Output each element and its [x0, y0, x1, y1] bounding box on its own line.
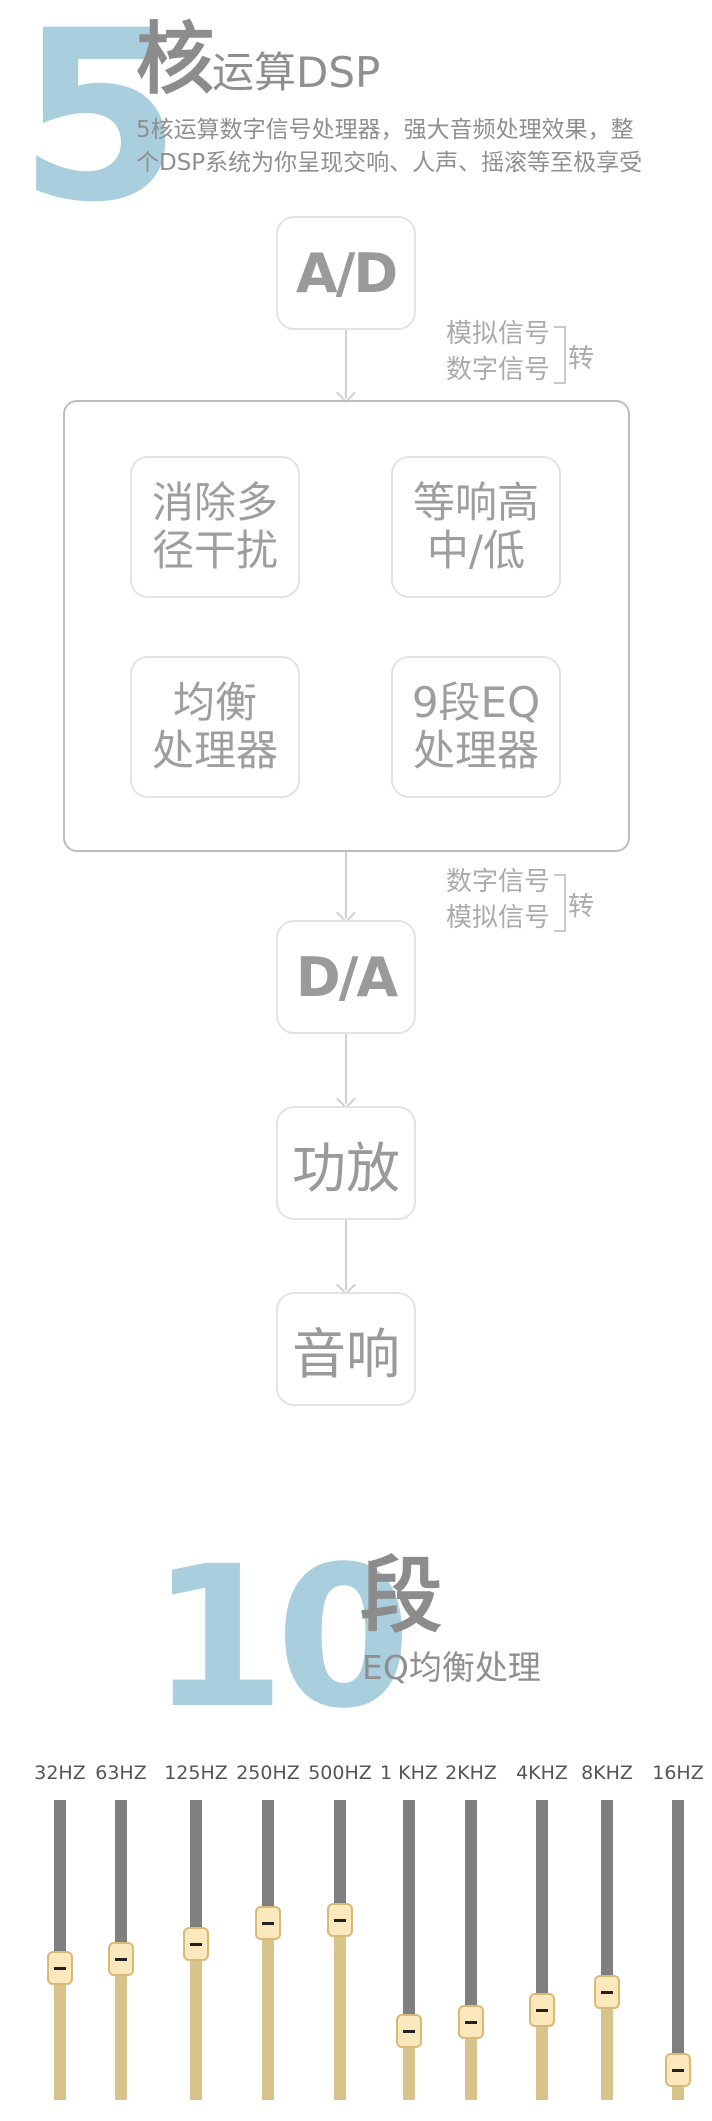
- proc2-line2: 中/低: [426, 526, 526, 575]
- knob-grip-icon: [672, 2068, 684, 2072]
- eq-slider-knob[interactable]: [594, 1975, 620, 2009]
- eq-slider-knob[interactable]: [529, 1993, 555, 2027]
- eq-segment-char: 段: [360, 1549, 443, 1644]
- big-digit-ten: 10: [150, 1524, 411, 1751]
- eq-slider-knob[interactable]: [255, 1906, 281, 1940]
- eq-band-label: 63HZ: [95, 1762, 147, 1784]
- arrow-line: [345, 1220, 347, 1290]
- note-digital: 数字信号: [445, 867, 550, 897]
- eq-slider-knob[interactable]: [47, 1951, 73, 1985]
- note-digital: 数字信号: [445, 355, 550, 385]
- process-box-multipath: 消除多径干扰: [130, 456, 300, 598]
- eq-slider-fill: [536, 2010, 548, 2100]
- eq-band-label: 250HZ: [236, 1762, 300, 1784]
- knob-grip-icon: [190, 1942, 202, 1946]
- note-convert: 转: [568, 892, 595, 922]
- arrow-line: [345, 852, 347, 918]
- speaker-box: 音响: [276, 1292, 416, 1406]
- eq-band-label: 32HZ: [34, 1762, 86, 1784]
- arrow-line: [345, 330, 347, 398]
- note-brace: [554, 326, 566, 384]
- knob-grip-icon: [465, 2020, 477, 2024]
- description-line-1: 5核运算数字信号处理器，强大音频处理效果，整: [136, 117, 634, 143]
- eq-slider-knob[interactable]: [327, 1903, 353, 1937]
- eq-band-label: 8KHZ: [581, 1762, 633, 1784]
- process-box-loudness: 等响高中/低: [391, 456, 561, 598]
- eq-slider-fill: [54, 1968, 66, 2100]
- eq-slider-fill: [190, 1944, 202, 2100]
- proc3-line1: 均衡: [172, 678, 257, 727]
- knob-grip-icon: [334, 1918, 346, 1922]
- note-analog: 模拟信号: [445, 319, 550, 349]
- proc3-line2: 处理器: [151, 726, 278, 775]
- header-subtitle: 运算DSP: [212, 48, 381, 97]
- knob-grip-icon: [262, 1921, 274, 1925]
- eq-slider-track[interactable]: [672, 1800, 684, 2100]
- ad-converter-box: A/D: [276, 216, 416, 330]
- da-converter-box: D/A: [276, 920, 416, 1034]
- arrow-line: [345, 1034, 347, 1104]
- dsp-core-frame: [63, 400, 630, 852]
- eq-slider-fill: [115, 1959, 127, 2100]
- eq-slider-knob[interactable]: [396, 2014, 422, 2048]
- eq-slider-fill: [334, 1920, 346, 2100]
- proc2-line1: 等响高: [412, 478, 539, 527]
- proc1-line1: 消除多: [151, 478, 278, 527]
- eq-slider-fill: [403, 2031, 415, 2100]
- eq-band-label: 16HZ: [652, 1762, 704, 1784]
- eq-slider-fill: [465, 2022, 477, 2100]
- process-box-equalizer: 均衡处理器: [130, 656, 300, 798]
- note-brace: [554, 874, 566, 932]
- note-analog: 模拟信号: [445, 903, 550, 933]
- eq-slider-fill: [601, 1992, 613, 2100]
- eq-subtitle: EQ均衡处理: [362, 1648, 541, 1687]
- signal-note-bottom: 数字信号 模拟信号: [430, 864, 550, 936]
- knob-grip-icon: [54, 1966, 66, 1970]
- knob-grip-icon: [115, 1957, 127, 1961]
- eq-slider-knob[interactable]: [183, 1927, 209, 1961]
- proc1-line2: 径干扰: [151, 526, 278, 575]
- eq-slider-knob[interactable]: [665, 2053, 691, 2087]
- eq-band-label: 125HZ: [164, 1762, 228, 1784]
- eq-band-label: 4KHZ: [516, 1762, 568, 1784]
- knob-grip-icon: [403, 2029, 415, 2033]
- eq-band-label: 2KHZ: [445, 1762, 497, 1784]
- eq-band-label: 1 KHZ: [380, 1762, 438, 1784]
- proc4-line1: 9段EQ: [411, 678, 541, 727]
- description-line-2: 个DSP系统为你呈现交响、人声、摇滚等至极享受: [136, 150, 643, 176]
- big-digit-five: 5: [18, 0, 182, 254]
- proc4-line2: 处理器: [412, 726, 539, 775]
- signal-note-top: 模拟信号 数字信号: [430, 316, 550, 388]
- eq-slider-knob[interactable]: [458, 2005, 484, 2039]
- eq-slider-fill: [262, 1923, 274, 2100]
- knob-grip-icon: [601, 1990, 613, 1994]
- header-core-char: 核: [136, 15, 215, 105]
- eq-slider-knob[interactable]: [108, 1942, 134, 1976]
- note-convert: 转: [568, 344, 595, 374]
- knob-grip-icon: [536, 2008, 548, 2012]
- eq-band-label: 500HZ: [308, 1762, 372, 1784]
- header-description: 5核运算数字信号处理器，强大音频处理效果，整 个DSP系统为你呈现交响、人声、摇…: [136, 114, 696, 180]
- amplifier-box: 功放: [276, 1106, 416, 1220]
